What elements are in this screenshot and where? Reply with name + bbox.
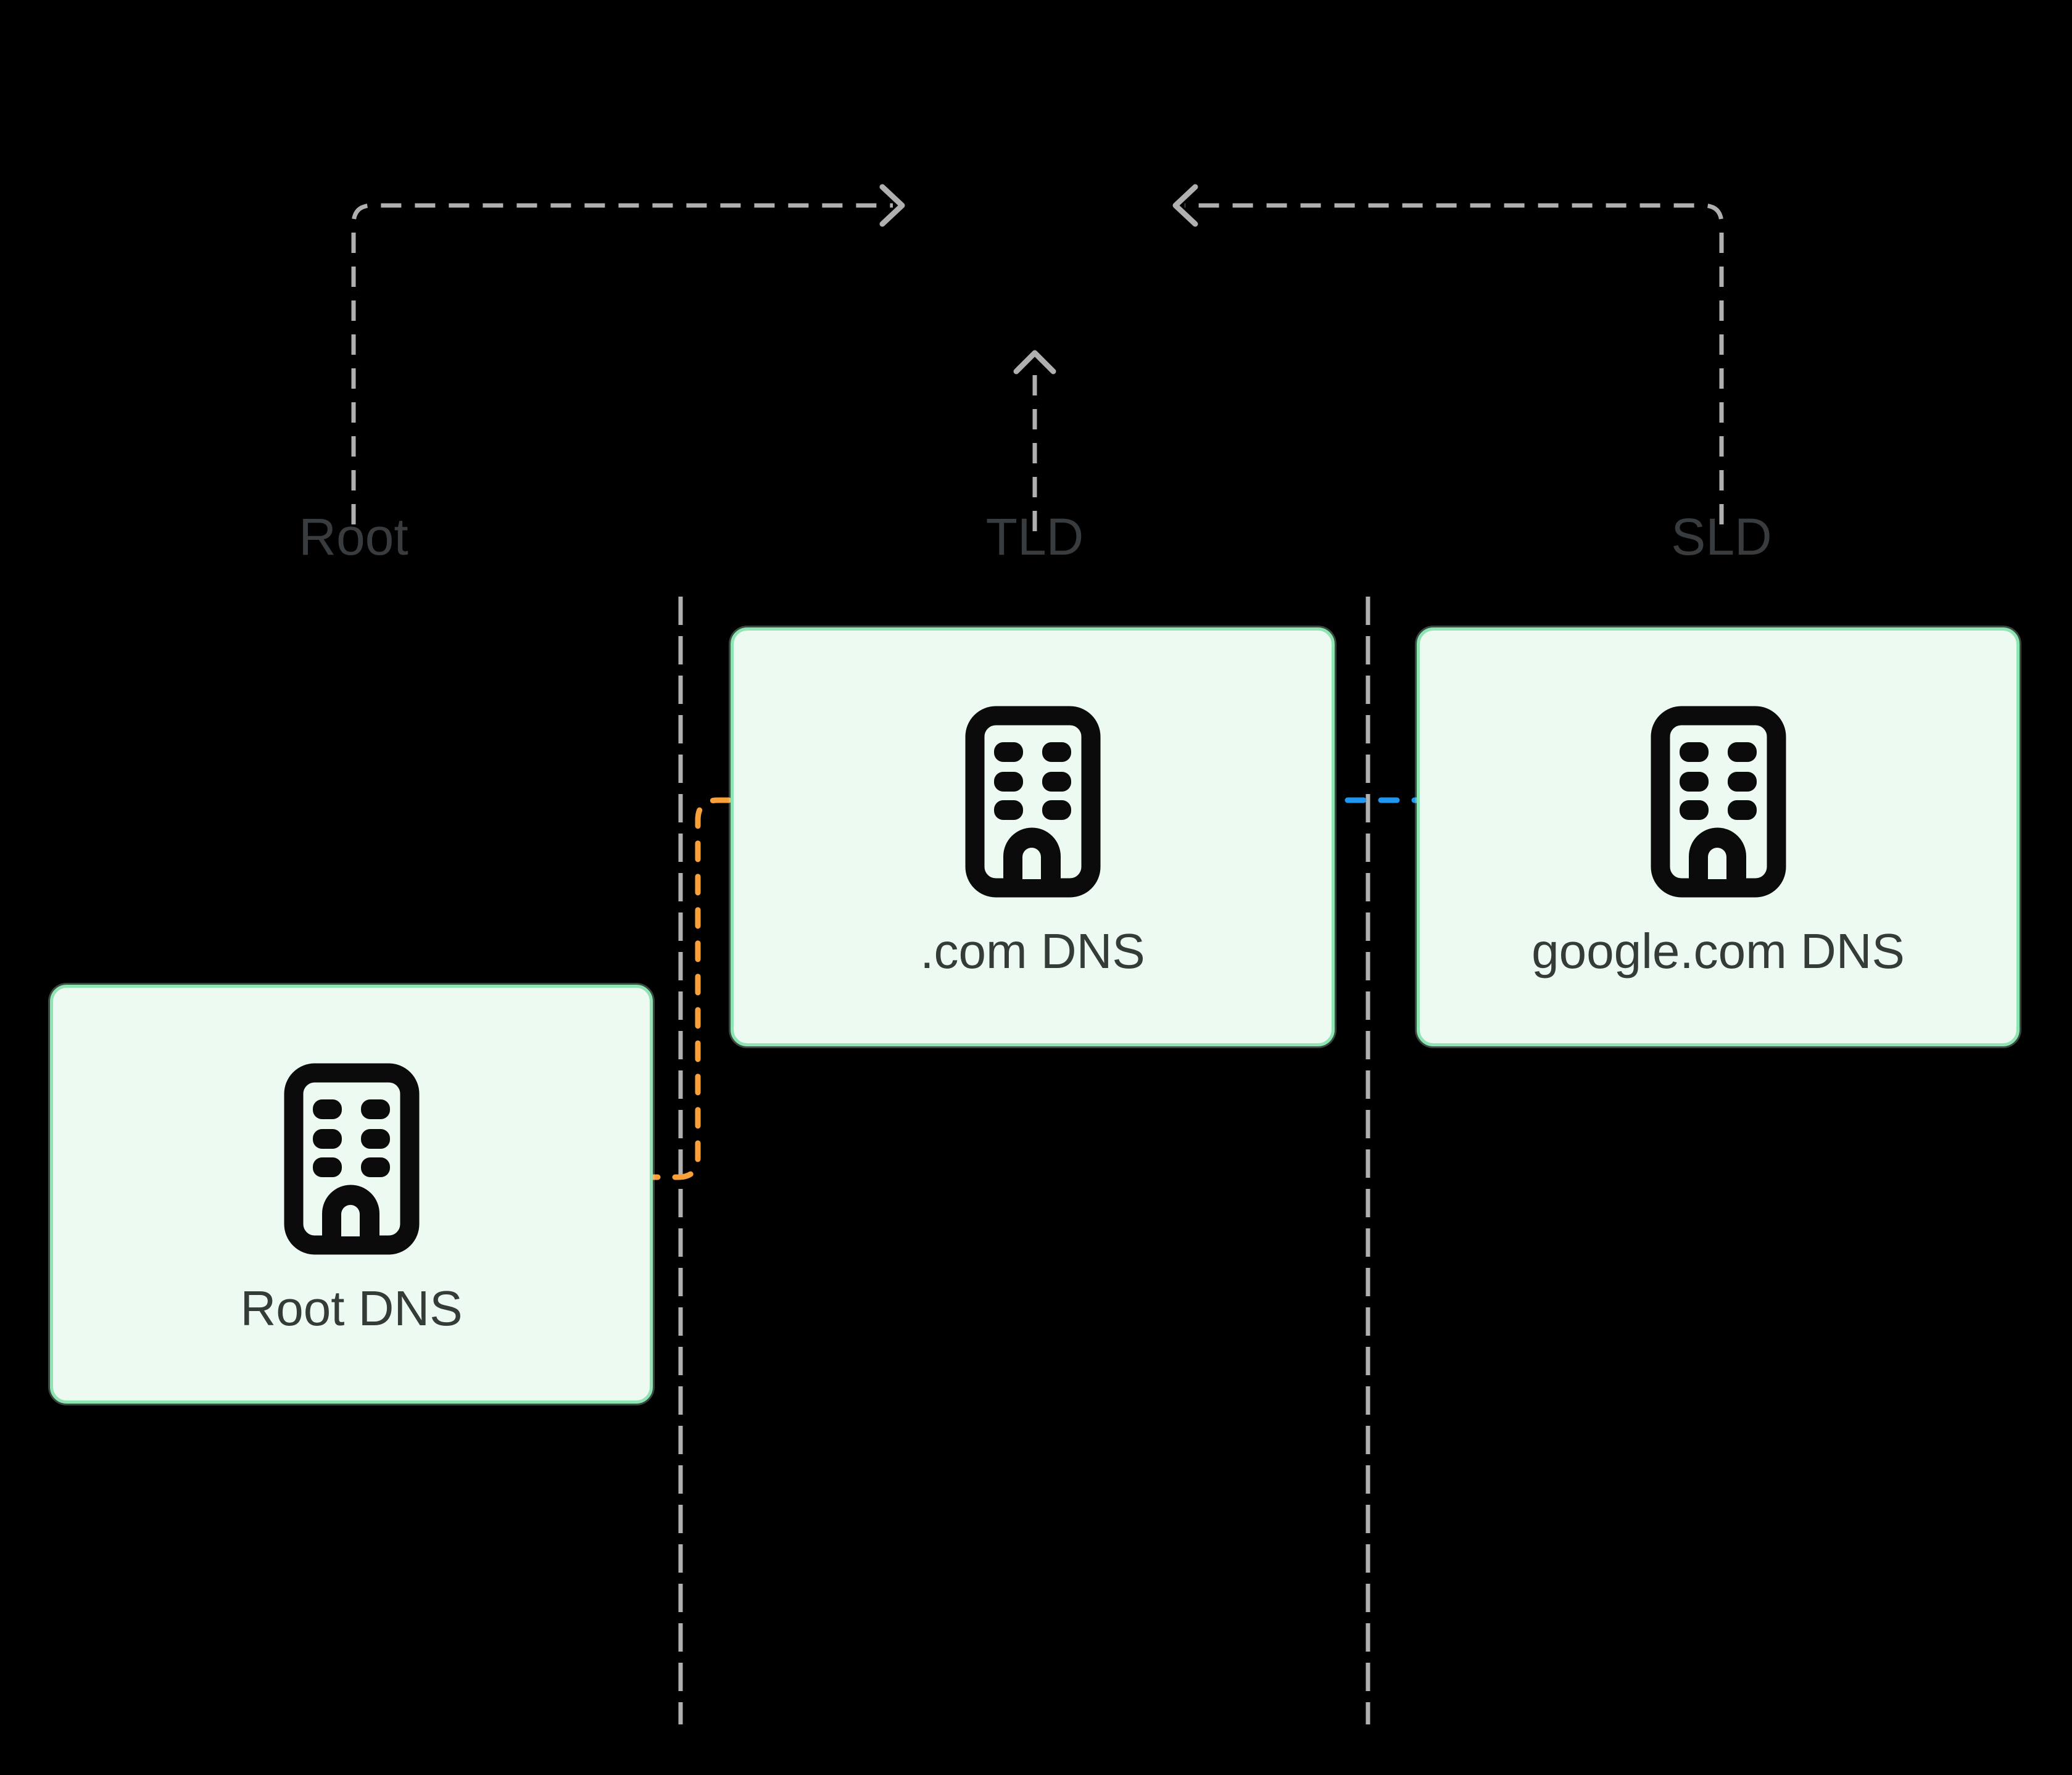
node-label-root-dns: Root DNS: [240, 1281, 463, 1336]
node-label-com-dns: .com DNS: [920, 924, 1145, 979]
sld-lane-guide-arrowhead-icon: [1172, 184, 1198, 227]
building-icon: [965, 706, 1101, 898]
root-lane-guide-arrowhead-icon: [879, 184, 905, 227]
node-com-dns: .com DNS: [731, 627, 1335, 1046]
sld-lane-guide-line: [1185, 203, 1724, 524]
lane-label-sld: SLD: [1671, 508, 1772, 566]
lane-label-root: Root: [299, 508, 408, 566]
lane-label-tld: TLD: [985, 508, 1084, 566]
node-root-dns: Root DNS: [50, 985, 653, 1404]
node-label-google-com-dns: google.com DNS: [1531, 924, 1905, 979]
building-icon: [1651, 706, 1786, 898]
root-lane-guide-line: [351, 203, 893, 524]
node-google-com-dns: google.com DNS: [1417, 627, 2020, 1046]
tld-up-arrowhead-icon: [1013, 350, 1056, 374]
building-icon: [284, 1063, 420, 1255]
